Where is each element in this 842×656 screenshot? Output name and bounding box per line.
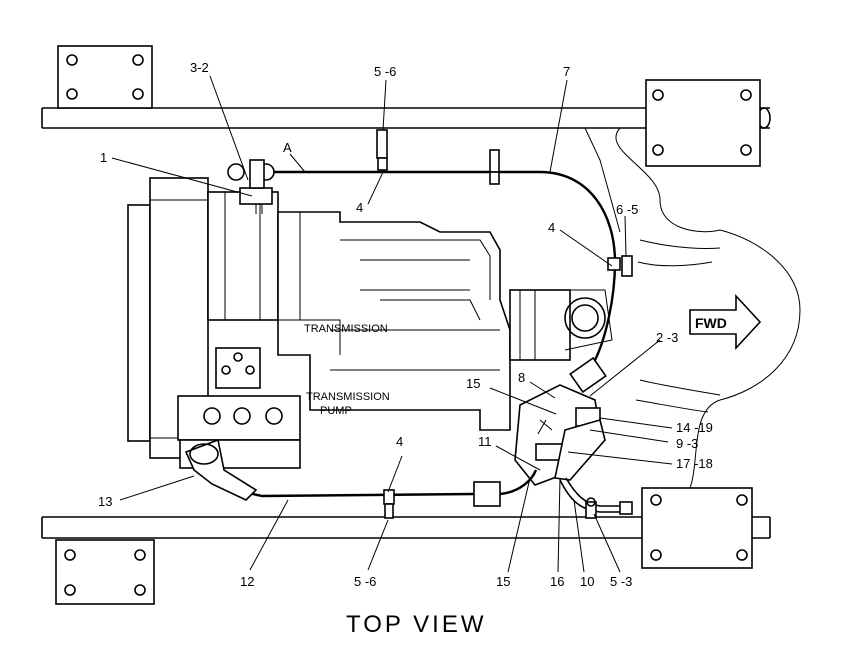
callout-4-bottom: 4 [396,434,403,449]
callout-5-6-top: 5 -6 [374,64,396,79]
callout-15-upper: 15 [466,376,480,391]
transmission-label: TRANSMISSION [304,323,388,335]
callout-17-18: 17 -18 [676,456,713,471]
callout-10: 10 [580,574,594,589]
mounting-plates [55,45,761,605]
callout-15-lower: 15 [496,574,510,589]
pump-label-line2: PUMP [320,405,352,417]
transmission-assembly [127,177,613,469]
callout-7: 7 [563,64,570,79]
leader-lines [111,75,673,573]
callout-9-3: 9 -3 [676,436,698,451]
callout-1: 1 [100,150,107,165]
callout-13: 13 [98,494,112,509]
callout-4-top: 4 [356,200,363,215]
callout-2-3: 2 -3 [656,330,678,345]
callout-3-2: 3-2 [190,60,209,75]
pump-label-line1: TRANSMISSION [306,391,390,403]
mounting-bracket [559,477,633,519]
callout-labels: 3-2 5 -6 7 A 1 4 4 6 -5 2 -3 8 15 14 -19… [98,60,713,589]
callout-6-5: 6 -5 [616,202,638,217]
callout-11: 11 [478,434,492,449]
top-fitting [227,159,275,214]
callout-4-right: 4 [548,220,555,235]
control-valve [514,356,607,486]
callout-a: A [283,140,292,155]
forward-arrow: FWD [689,293,762,351]
callout-14-19: 14 -19 [676,420,713,435]
callout-12: 12 [240,574,254,589]
direction-label: FWD [695,315,727,331]
callout-16: 16 [550,574,564,589]
lower-hose [184,438,538,519]
callout-5-6-bottom: 5 -6 [354,574,376,589]
crossmember-outline [584,127,801,489]
upper-hose [274,129,633,383]
callout-8: 8 [518,370,525,385]
callout-5-3: 5 -3 [610,574,632,589]
view-title: TOP VIEW [346,611,486,638]
